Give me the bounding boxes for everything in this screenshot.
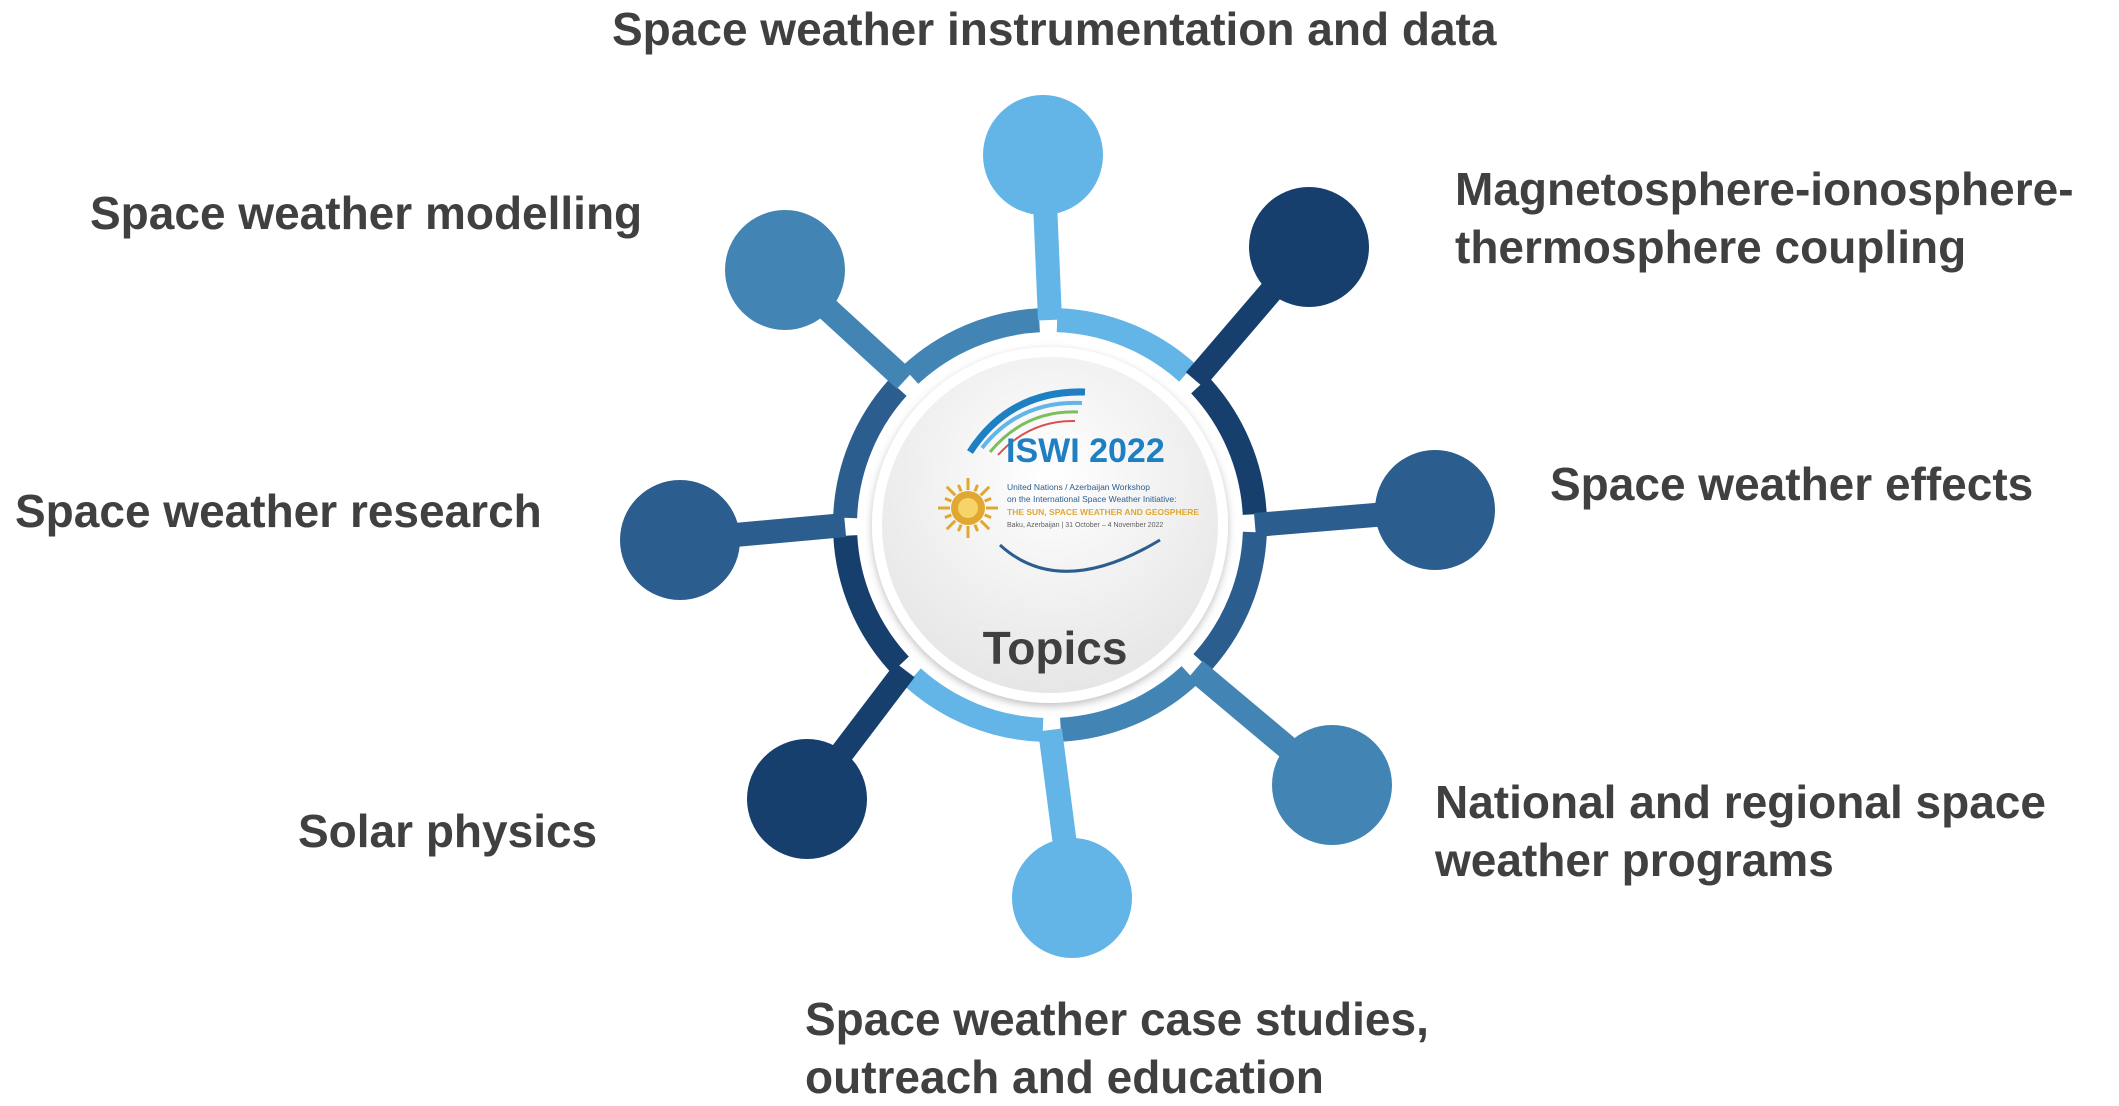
logo-line-4: Baku, Azerbaijan | 31 October – 4 Novemb… <box>1007 522 1163 529</box>
topic-label-mit-coupling: Magnetosphere-ionosphere- thermosphere c… <box>1455 160 2095 276</box>
node-instrumentation <box>983 95 1103 215</box>
topic-label-case-studies: Space weather case studies, outreach and… <box>805 990 1429 1106</box>
node-mit-coupling <box>1249 187 1369 307</box>
ring-segment-case-studies <box>904 668 1044 742</box>
node-effects <box>1375 450 1495 570</box>
iswi-logo: ISWI 2022 United Nations / Azerbaijan Wo… <box>938 388 1199 573</box>
node-case-studies <box>1012 838 1132 958</box>
topic-label-case-studies-line2: outreach and education <box>805 1051 1324 1103</box>
topic-label-mit-coupling-line1: Magnetosphere-ionosphere- <box>1455 163 2074 215</box>
sun-ray <box>979 519 991 531</box>
sun-ray <box>984 513 992 519</box>
sun-ray <box>944 497 952 503</box>
node-national-programs <box>1272 725 1392 845</box>
topic-label-effects: Space weather effects <box>1550 458 2034 510</box>
logo-title: ISWI 2022 <box>1006 432 1165 470</box>
ring-segment-research <box>833 379 907 519</box>
ring-segment-national-programs <box>1059 666 1198 742</box>
ring-segment-effects <box>1193 531 1267 671</box>
logo-arc-green <box>988 410 1079 453</box>
logo-arc-red <box>997 419 1076 456</box>
sun-ray <box>945 485 957 497</box>
center-label: Topics <box>983 622 1128 674</box>
topic-label-mit-coupling-line2: thermosphere coupling <box>1455 221 1967 273</box>
logo-swoosh <box>998 538 1161 573</box>
ring-segment-modelling <box>902 308 1041 384</box>
ring-segments <box>833 308 1267 742</box>
sun-ray <box>957 524 963 532</box>
center-hub: ISWI 2022 United Nations / Azerbaijan Wo… <box>872 347 1228 703</box>
logo-arc-light <box>980 400 1083 450</box>
topic-label-national-programs: National and regional space weather prog… <box>1435 773 2046 889</box>
logo-arc-blue <box>967 388 1086 454</box>
node-modelling <box>725 210 845 330</box>
topic-label-research: Space weather research <box>15 485 542 537</box>
node-solar-physics <box>747 739 867 859</box>
logo-line-2: on the International Space Weather Initi… <box>1007 494 1176 504</box>
topic-label-instrumentation: Space weather instrumentation and data <box>612 3 1497 55</box>
sun-ray <box>944 513 952 519</box>
node-research <box>620 480 740 600</box>
ring-segment-solar-physics <box>833 534 909 673</box>
topic-label-solar-physics: Solar physics <box>298 805 598 857</box>
sun-icon <box>938 478 998 538</box>
logo-line-1: United Nations / Azerbaijan Workshop <box>1007 482 1150 492</box>
sun-ray <box>945 519 957 531</box>
ring-segment-instrumentation <box>1056 308 1196 382</box>
topic-label-case-studies-line1: Space weather case studies, <box>805 993 1429 1045</box>
topic-label-national-programs-line1: National and regional space <box>1435 776 2046 828</box>
sun-ray <box>973 524 979 532</box>
sun-ray <box>984 497 992 503</box>
topic-label-national-programs-line2: weather programs <box>1435 834 1834 886</box>
sun-ray <box>979 485 991 497</box>
center-hub-fill <box>882 357 1218 693</box>
sun-ray <box>957 484 963 492</box>
logo-line-3: THE SUN, SPACE WEATHER AND GEOSPHERE <box>1007 507 1199 517</box>
ring-segment-mit-coupling <box>1191 377 1267 516</box>
topic-label-modelling: Space weather modelling <box>90 187 643 239</box>
topic-nodes <box>620 95 1495 958</box>
sun-ray <box>973 484 979 492</box>
